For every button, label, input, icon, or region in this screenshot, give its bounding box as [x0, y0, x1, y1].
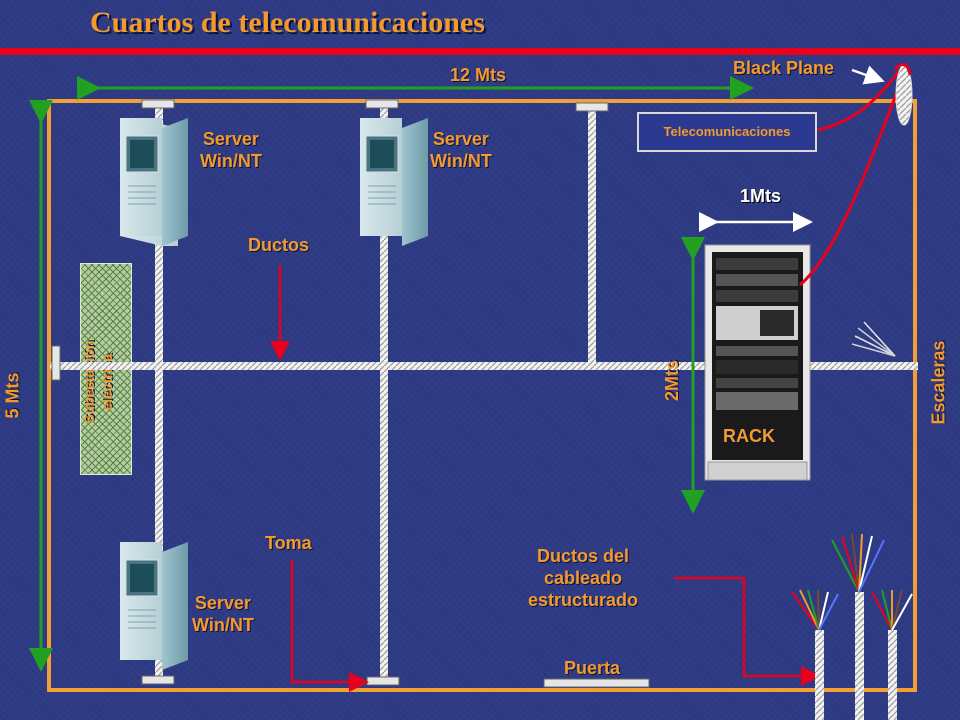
slide-title: Cuartos de telecomunicaciones — [90, 6, 485, 39]
server-1-label: Server Win/NT — [200, 129, 262, 171]
ducts — [50, 105, 918, 680]
structured-cable-bundles — [791, 533, 913, 720]
width-dimension-label: 12 Mts — [450, 65, 507, 85]
ductos-cableado-label: Ductos del cableado estructurado — [528, 546, 639, 610]
puerta-label: Puerta — [564, 658, 621, 678]
server-icon-1 — [120, 118, 188, 246]
rack-cable — [799, 71, 907, 287]
toma-pointer — [290, 560, 369, 692]
outlet-top-2 — [365, 99, 399, 109]
server-3-label: Server Win/NT — [192, 593, 254, 635]
fiber-bundle-icon — [851, 321, 896, 357]
duct-vertical-3 — [588, 110, 596, 365]
duct-vertical-2 — [380, 105, 388, 680]
toma-label: Toma — [265, 533, 312, 553]
telecom-cable — [817, 69, 902, 132]
height-dimension-label: 5 Mts — [2, 372, 23, 419]
outlet-left — [51, 345, 61, 381]
black-plane-arrow — [851, 65, 885, 85]
server-2-label: Server Win/NT — [430, 129, 492, 171]
telecomunicaciones-box: Telecomunicaciones — [637, 112, 817, 152]
outlet-bottom-1 — [141, 675, 175, 685]
server-icon-2 — [360, 118, 428, 246]
wall-outlets — [51, 99, 650, 688]
black-plane-label: Black Plane — [733, 58, 835, 78]
ductos-label: Ductos — [248, 235, 310, 255]
outlet-toma — [366, 676, 400, 686]
escaleras-label: Escaleras — [928, 340, 949, 425]
title-divider — [0, 48, 960, 55]
server-icon-3 — [120, 542, 188, 670]
outlet-top-3 — [575, 102, 609, 112]
rack-width-label: 1Mts — [740, 186, 782, 206]
duct-vertical-1 — [155, 105, 163, 680]
cableado-pointer — [674, 576, 821, 686]
outlet-top-1 — [141, 99, 175, 109]
main-horizontal-duct — [50, 362, 918, 370]
rack-icon — [704, 244, 811, 481]
door — [543, 678, 650, 688]
rack-height-label: 2Mts — [662, 359, 683, 402]
rack-label: RACK — [723, 426, 775, 446]
